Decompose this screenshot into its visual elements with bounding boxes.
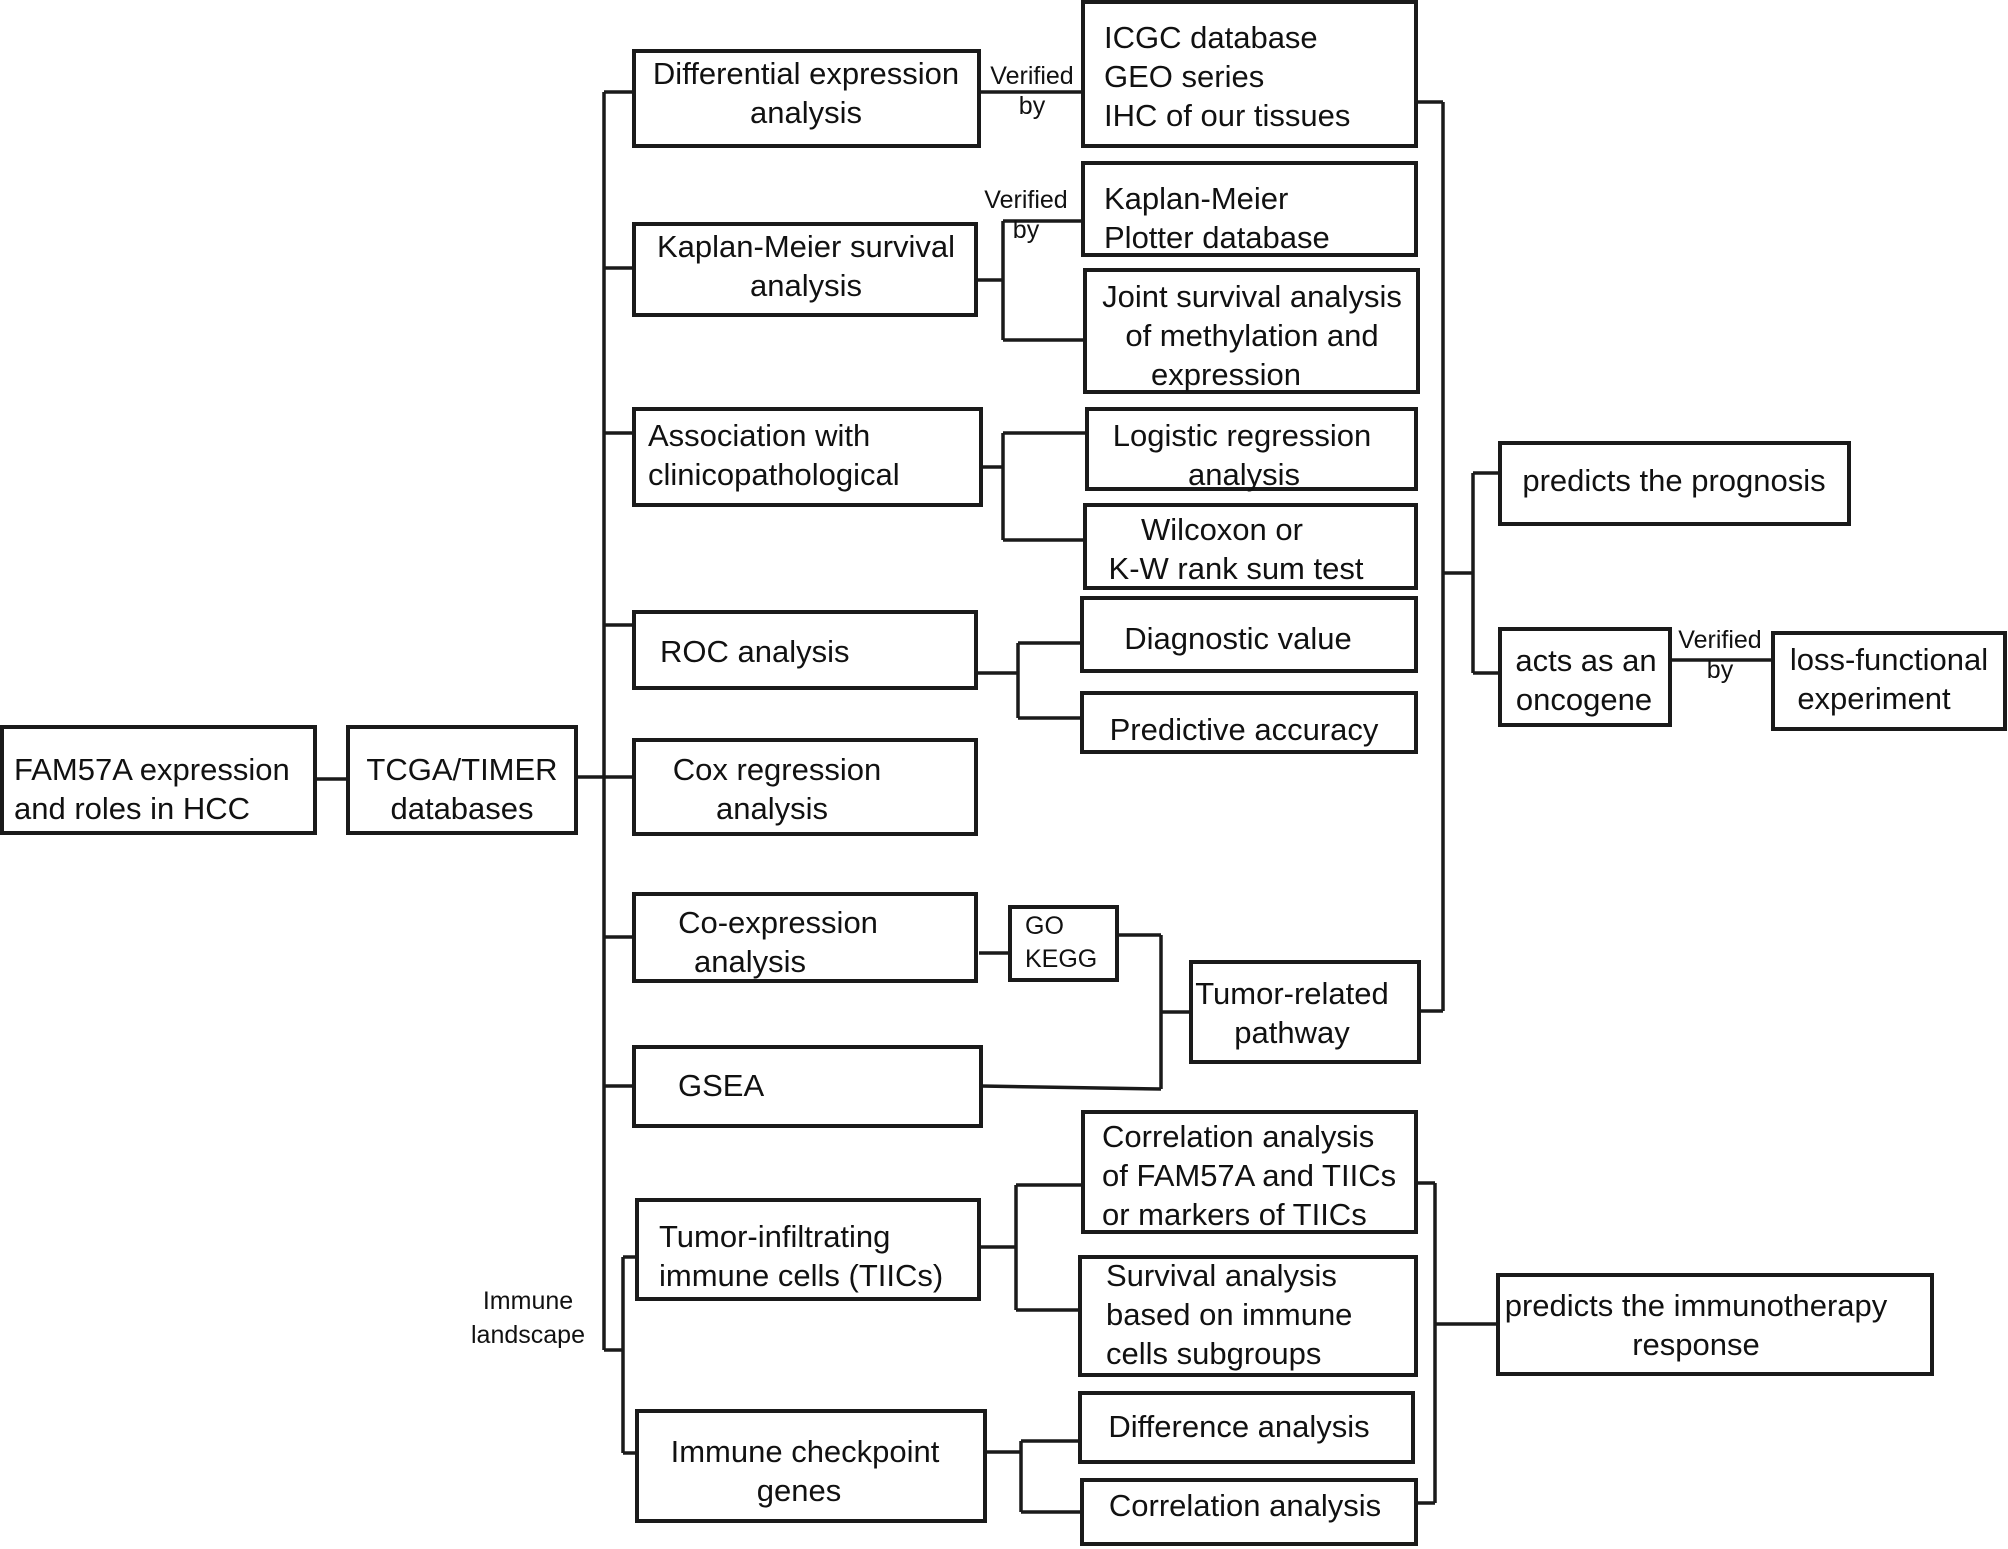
svg-text:Wilcoxon orK-W rank sum test: Wilcoxon orK-W rank sum test <box>1109 512 1364 586</box>
predictive-accuracy-node: Predictive accuracy <box>1080 691 1418 754</box>
svg-text:predicts the prognosis: predicts the prognosis <box>1522 463 1825 498</box>
svg-text:ROC analysis: ROC analysis <box>660 634 850 669</box>
difference-analysis-node: Difference analysis <box>1078 1391 1415 1464</box>
prognosis-node: predicts the prognosis <box>1498 441 1851 526</box>
svg-text:GSEA: GSEA <box>678 1068 764 1103</box>
svg-text:Difference analysis: Difference analysis <box>1108 1409 1369 1444</box>
connectors <box>315 90 1773 1514</box>
svg-text:Predictive accuracy: Predictive accuracy <box>1110 712 1379 747</box>
gsea-node: GSEA <box>632 1045 983 1128</box>
correlation-analysis-node: Correlation analysis <box>1080 1478 1418 1546</box>
diagnostic-value-node: Diagnostic value <box>1080 596 1418 673</box>
svg-text:Correlation analysis: Correlation analysis <box>1109 1488 1381 1523</box>
svg-text:Diagnostic value: Diagnostic value <box>1124 621 1351 656</box>
roc-node: ROC analysis <box>632 610 978 690</box>
